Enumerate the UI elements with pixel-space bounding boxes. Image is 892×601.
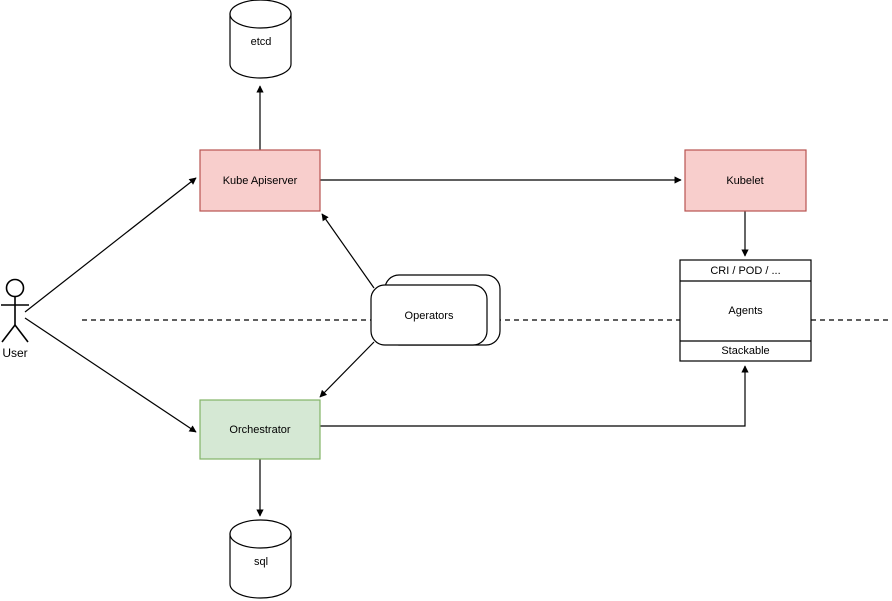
edge-user-to-orchestrator [24, 317, 197, 433]
node-kubelet-label: Kubelet [726, 175, 763, 187]
edge-orchestrator-to-stackable [320, 365, 749, 427]
node-user-label: User [2, 346, 27, 360]
edge-operators-to-orchestrator [319, 341, 375, 398]
node-kubelet[interactable]: Kubelet [684, 149, 807, 212]
node-operators[interactable]: Operators [370, 274, 501, 346]
node-etcd-label: etcd [251, 36, 272, 48]
node-user[interactable]: User [1, 278, 29, 361]
node-agents-header-label: CRI / POD / ... [710, 265, 780, 277]
node-sql-label: sql [254, 556, 268, 568]
node-orchestrator[interactable]: Orchestrator [199, 399, 321, 460]
node-agents-body-label: Agents [728, 305, 763, 317]
node-kube-apiserver-label: Kube Apiserver [223, 175, 298, 187]
edge-operators-to-kube-apiserver [321, 213, 375, 289]
node-sql[interactable]: sql [229, 519, 292, 599]
node-orchestrator-label: Orchestrator [229, 424, 290, 436]
node-etcd[interactable]: etcd [229, 0, 292, 79]
node-kube-apiserver[interactable]: Kube Apiserver [199, 149, 321, 212]
node-agents[interactable]: CRI / POD / ... Agents Stackable [679, 259, 812, 362]
edge-user-to-kube-apiserver [24, 177, 197, 313]
node-agents-footer-label: Stackable [721, 345, 769, 357]
node-operators-label: Operators [405, 310, 454, 322]
